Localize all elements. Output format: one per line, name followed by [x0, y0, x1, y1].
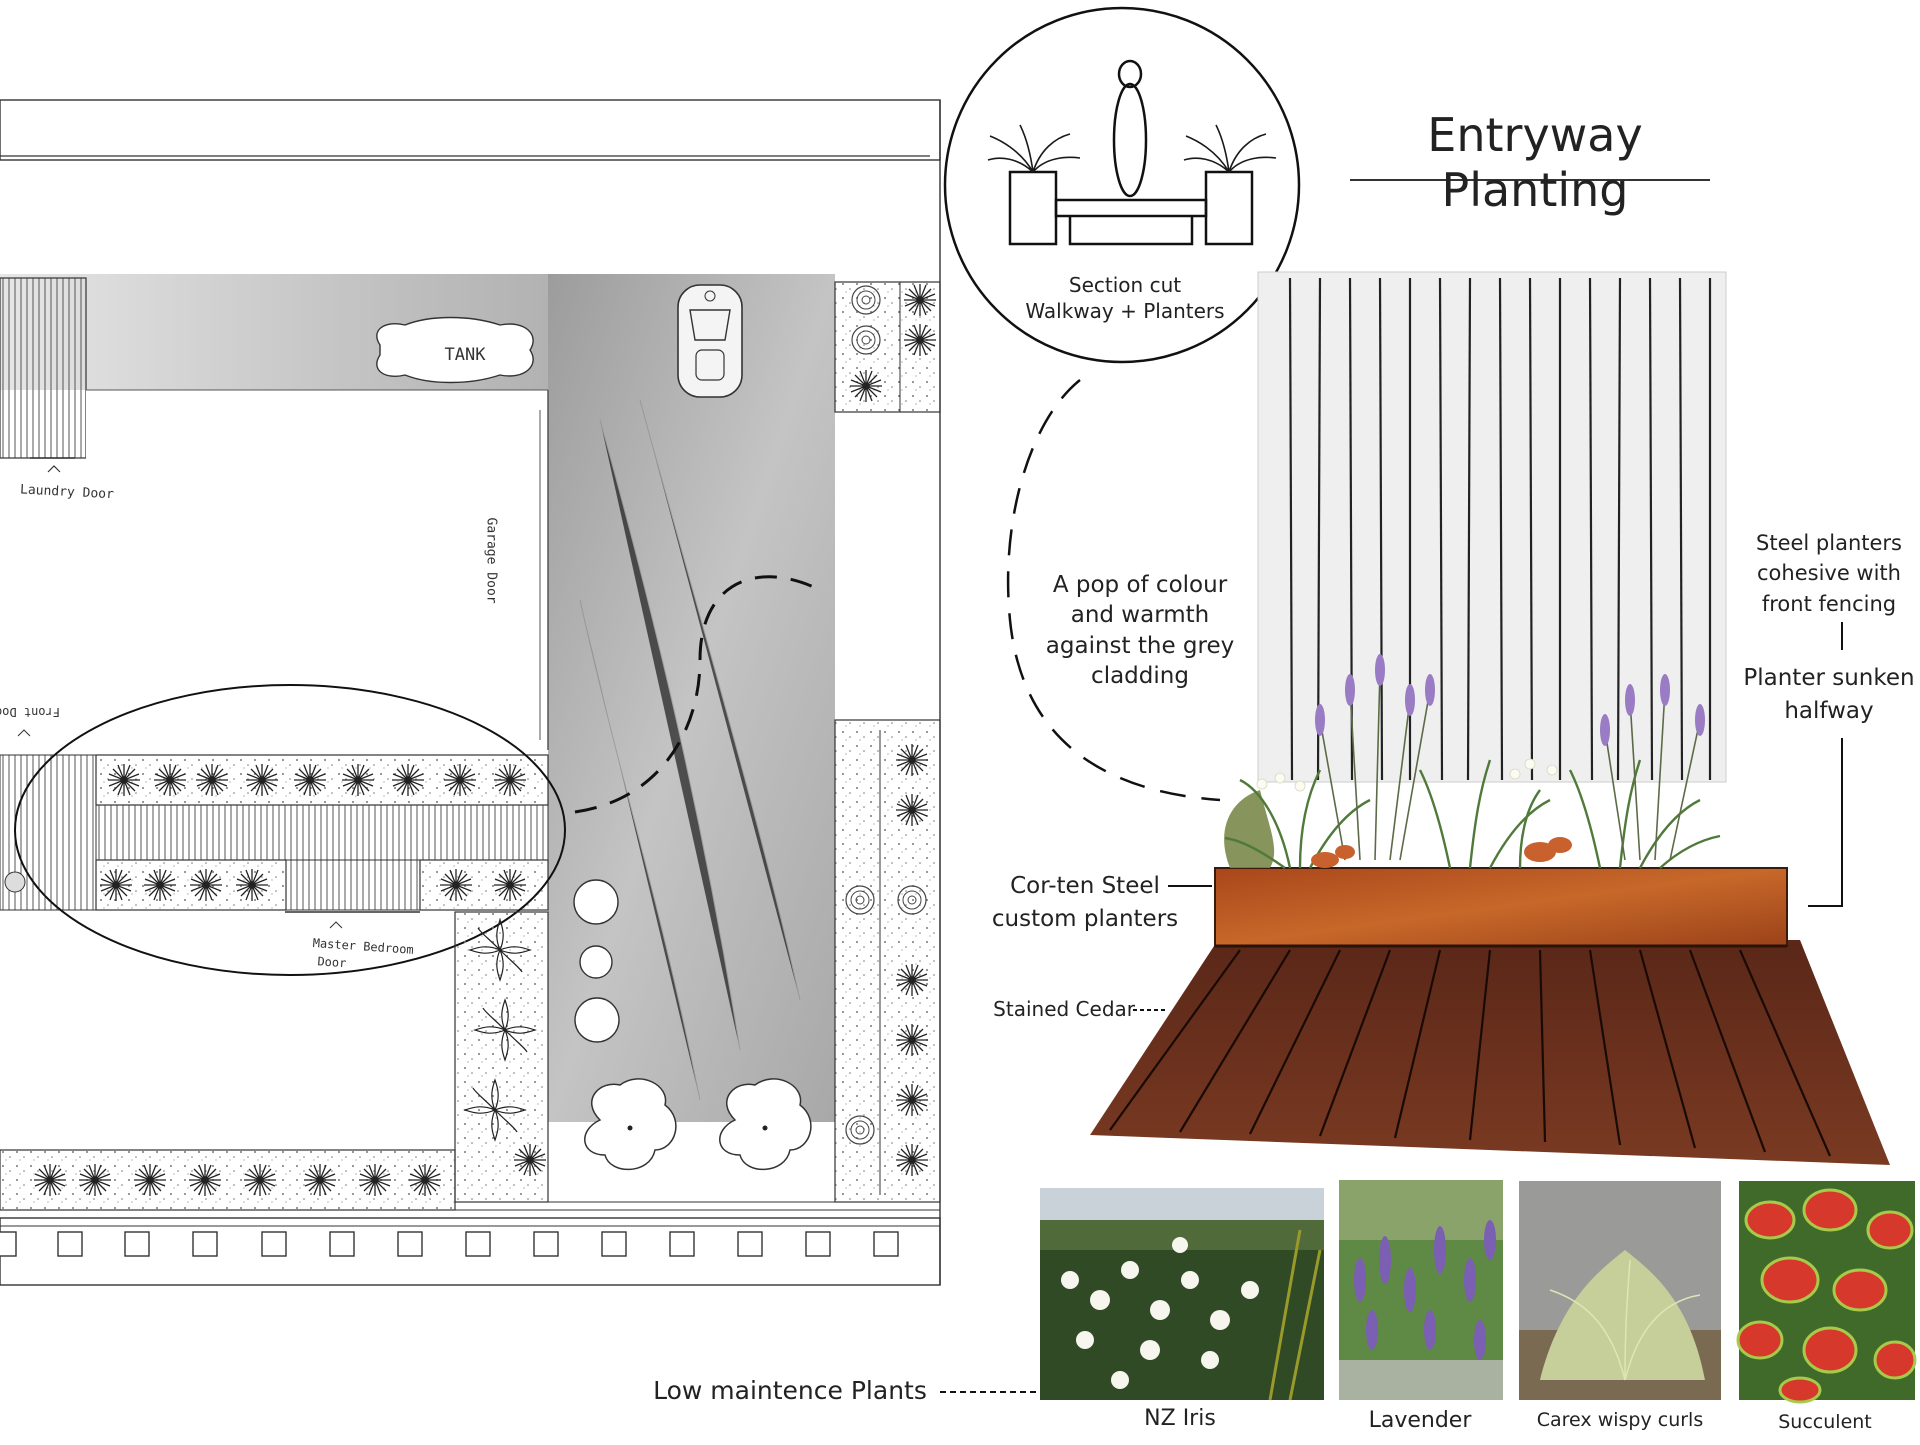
low-maintenance-note: Low maintence Plants	[653, 1376, 927, 1405]
cedar-deck	[1090, 940, 1890, 1165]
photo-nz-iris	[1040, 1188, 1324, 1401]
section-cut-line1: Section cut	[1068, 273, 1182, 297]
cedar-note: Stained Cedar	[993, 997, 1135, 1021]
photo-succulent	[1736, 1181, 1917, 1404]
steel-planters-note: Steel planters cohesive with front fenci…	[1738, 528, 1920, 619]
steel-line2: cohesive with	[1757, 561, 1901, 586]
plant-label-nz-iris: NZ Iris	[1144, 1406, 1216, 1431]
pop-line2: and warmth	[1070, 602, 1210, 629]
driveway	[548, 274, 835, 1122]
planter-sunken-note: Planter sunken halfway	[1738, 662, 1920, 729]
plant-label-carex: Carex wispy curls	[1536, 1409, 1704, 1431]
pop-line3: against the grey	[1045, 632, 1235, 659]
planter-foliage	[1224, 654, 1721, 869]
corten-line2: custom planters	[991, 906, 1179, 933]
section-cut-line2: Walkway + Planters	[1025, 299, 1225, 324]
pop-line1: A pop of colour	[1052, 572, 1228, 598]
front-door-label: Front Door	[0, 705, 60, 719]
steel-line1: Steel planters	[1756, 531, 1902, 555]
bush-1	[584, 1078, 677, 1171]
bush-2	[719, 1078, 812, 1171]
site-plan	[0, 99, 941, 1286]
laundry-deck	[0, 277, 87, 459]
pop-of-colour-note: A pop of colour and warmth against the g…	[1030, 570, 1250, 691]
car-icon	[677, 284, 743, 398]
corten-planter	[1214, 867, 1788, 947]
elevation-render	[1090, 271, 1890, 1165]
plant-label-lavender: Lavender	[1368, 1408, 1472, 1433]
focus-ellipse	[14, 684, 566, 976]
front-fence	[0, 1217, 941, 1286]
section-cut-detail	[943, 6, 1301, 364]
photo-lavender	[1339, 1180, 1503, 1400]
tank	[376, 316, 534, 384]
corten-line1: Cor-ten Steel	[1010, 873, 1160, 899]
section-cut-caption: Section cut Walkway + Planters	[1000, 272, 1250, 325]
corten-note: Cor-ten Steel custom planters	[975, 870, 1195, 937]
sunken-line2: halfway	[1784, 698, 1874, 725]
pop-line4: cladding	[1091, 663, 1189, 690]
page-title: Entryway Planting	[1427, 108, 1643, 218]
plant-label-succulent: Succulent	[1778, 1411, 1872, 1433]
photo-carex	[1519, 1181, 1721, 1400]
sunken-line1: Planter sunken	[1743, 665, 1915, 691]
tank-label: TANK	[444, 345, 486, 365]
walkway-deck	[95, 804, 549, 861]
garage-door-label: Garage Door	[483, 517, 499, 604]
steel-line3: front fencing	[1761, 591, 1897, 616]
